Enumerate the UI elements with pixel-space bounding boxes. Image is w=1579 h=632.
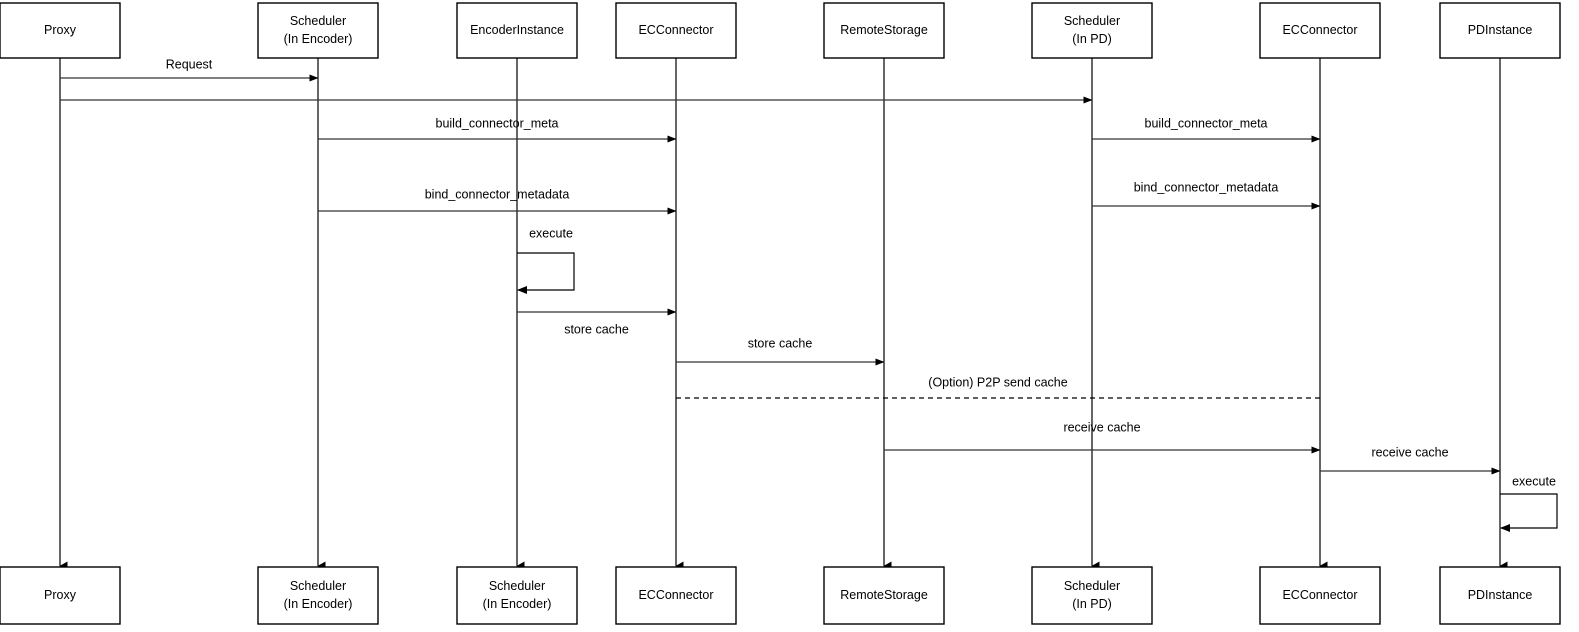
participant-box-bottom-ec_conn_enc[interactable] [615, 566, 737, 625]
self-message-loop-s1[interactable] [517, 252, 575, 294]
participant-label-top-proxy: Proxy [44, 23, 77, 37]
participant-label-top-remote_store: RemoteStorage [840, 23, 928, 37]
participant-label-top-pd_inst: PDInstance [1468, 23, 1533, 37]
message-label-m3: build_connector_meta [436, 116, 559, 130]
participant-label-top-ec_conn_enc: ECConnector [638, 23, 713, 37]
message-label-m8: store cache [748, 336, 813, 350]
participant-sublabel-bottom-encoder_inst: (In Encoder) [483, 597, 552, 611]
participant-label-bottom-remote_store: RemoteStorage [840, 588, 928, 602]
participant-box-bottom-ec_conn_pd[interactable] [1259, 566, 1381, 625]
participant-box-top-remote_store[interactable] [823, 2, 945, 59]
lifelines-layer [59, 58, 1508, 571]
self-message-arrowhead-s1 [517, 286, 527, 294]
participant-label-bottom-sched_pd: Scheduler [1064, 579, 1120, 593]
self-message-label-s2: execute [1512, 474, 1556, 488]
participant-label-bottom-sched_enc: Scheduler [290, 579, 346, 593]
participant-label-bottom-proxy: Proxy [44, 588, 77, 602]
participant-box-top-proxy[interactable] [0, 2, 121, 59]
participant-box-bottom-sched_pd[interactable] [1031, 566, 1153, 625]
participant-box-top-pd_inst[interactable] [1439, 2, 1561, 59]
participant-box-top-sched_enc[interactable] [257, 2, 379, 59]
participant-box-bottom-proxy[interactable] [0, 566, 121, 625]
message-label-m11: receive cache [1371, 445, 1448, 459]
participant-sublabel-bottom-sched_enc: (In Encoder) [284, 597, 353, 611]
message-label-m6: bind_connector_metadata [1134, 180, 1279, 194]
participant-sublabel-top-sched_enc: (In Encoder) [284, 32, 353, 46]
participant-box-top-ec_conn_pd[interactable] [1259, 2, 1381, 59]
participant-box-top-sched_pd[interactable] [1031, 2, 1153, 59]
self-messages-layer: execute execute [517, 226, 1558, 532]
self-message-label-s1: execute [529, 226, 573, 240]
participant-box-bottom-sched_enc[interactable] [257, 566, 379, 625]
participant-label-bottom-ec_conn_pd: ECConnector [1282, 588, 1357, 602]
participant-box-bottom-pd_inst[interactable] [1439, 566, 1561, 625]
self-message-arrowhead-s2 [1500, 524, 1510, 532]
participant-label-top-encoder_inst: EncoderInstance [470, 23, 564, 37]
participant-box-top-ec_conn_enc[interactable] [615, 2, 737, 59]
participant-label-bottom-pd_inst: PDInstance [1468, 588, 1533, 602]
self-message-loop-s2[interactable] [1500, 493, 1558, 532]
participant-sublabel-bottom-sched_pd: (In PD) [1072, 597, 1112, 611]
participant-box-bottom-encoder_inst[interactable] [456, 566, 578, 625]
message-label-m4: build_connector_meta [1145, 116, 1268, 130]
participant-box-bottom-remote_store[interactable] [823, 566, 945, 625]
message-label-m1: Request [166, 57, 213, 71]
top-boxes-layer: Proxy Scheduler (In Encoder) EncoderInstanc… [0, 2, 1561, 59]
participant-label-bottom-encoder_inst: Scheduler [489, 579, 545, 593]
participant-label-top-sched_pd: Scheduler [1064, 14, 1120, 28]
participant-label-top-ec_conn_pd: ECConnector [1282, 23, 1357, 37]
message-label-m5: bind_connector_metadata [425, 187, 570, 201]
message-label-m9: (Option) P2P send cache [928, 375, 1067, 389]
message-label-m10: receive cache [1063, 420, 1140, 434]
participant-sublabel-top-sched_pd: (In PD) [1072, 32, 1112, 46]
participant-label-bottom-ec_conn_enc: ECConnector [638, 588, 713, 602]
bottom-boxes-layer: Proxy Scheduler (In Encoder) Scheduler (In E… [0, 566, 1561, 625]
participant-box-top-encoder_inst[interactable] [456, 2, 578, 59]
message-label-m7: store cache [564, 322, 629, 336]
messages-layer: Request build_connector_meta build_connect… [60, 57, 1501, 475]
participant-label-top-sched_enc: Scheduler [290, 14, 346, 28]
